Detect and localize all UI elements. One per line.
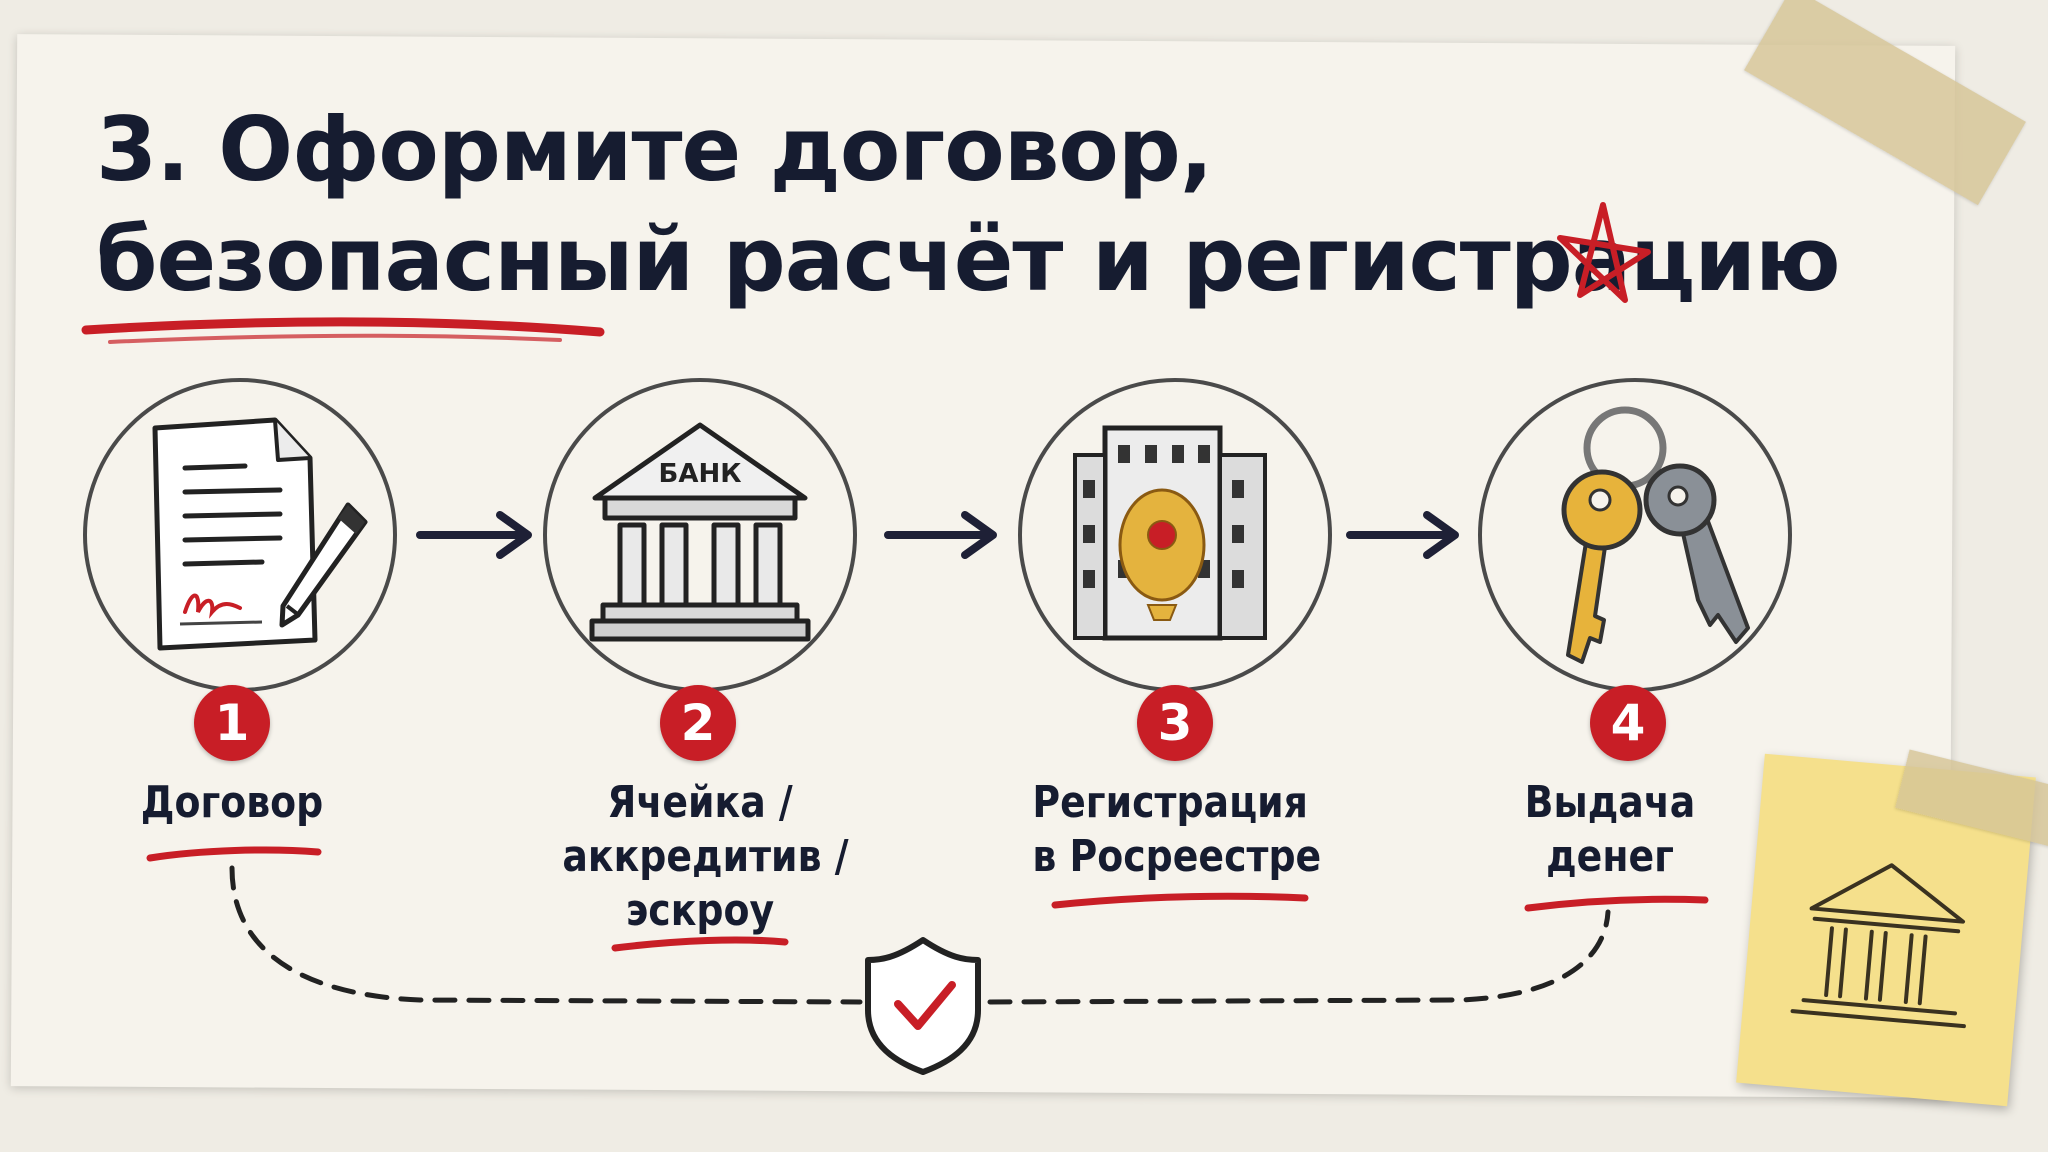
step-number-badge: 3	[1137, 685, 1213, 761]
label-underline	[1524, 895, 1709, 912]
sticky-note	[1736, 753, 2036, 1107]
step-number-badge: 2	[660, 685, 736, 761]
step-label-registration: Регистрация в Росреестре	[1032, 777, 1322, 882]
page-title: 3. Оформите договор, безопасный расчёт и…	[96, 95, 1841, 315]
arrow-right-icon	[884, 511, 997, 559]
contract-document-icon	[152, 417, 368, 651]
step-label-payment: Ячейка / аккредитив / эскроу	[562, 777, 849, 936]
arrow-right-icon	[1346, 511, 1459, 559]
step-number-badge: 4	[1590, 685, 1666, 761]
arrow-right-icon	[416, 511, 532, 559]
label-underline	[146, 846, 322, 862]
title-underline	[81, 317, 605, 337]
shield-check-icon	[865, 937, 981, 1075]
step-circle	[1478, 378, 1792, 692]
step-label-contract: Договор	[140, 777, 324, 828]
label-underline	[1051, 892, 1309, 909]
star-icon	[1557, 202, 1651, 303]
step-number-badge: 1	[194, 685, 270, 761]
title-line-2: безопасный расчёт и регистрацию	[96, 208, 1841, 311]
bank-building-icon	[589, 422, 811, 642]
title-line-1: 3. Оформите договор,	[96, 98, 1213, 201]
keys-icon	[1561, 406, 1750, 664]
dashed-connector	[987, 909, 1611, 1005]
bank-sign-text: БАНК	[659, 459, 742, 489]
label-underline	[611, 936, 789, 952]
step-label-payout: Выдача денег	[1524, 777, 1696, 882]
registry-building-icon	[1073, 425, 1267, 641]
bank-building-sketch-icon	[1790, 863, 1966, 1029]
dashed-connector	[229, 865, 863, 1005]
